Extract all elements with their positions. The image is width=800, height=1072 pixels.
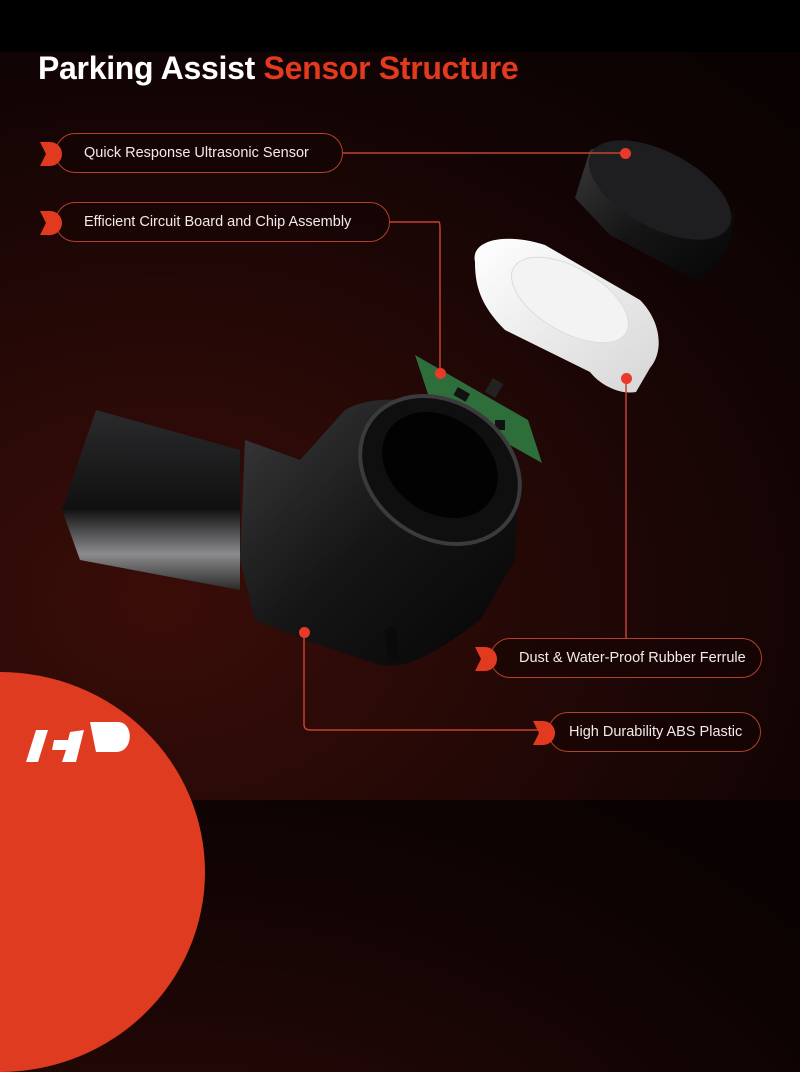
- brand-logo-icon: [26, 722, 130, 762]
- callout-rubber-ferrule: Dust & Water-Proof Rubber Ferrule: [475, 638, 762, 678]
- title-white: Parking Assist: [38, 50, 255, 86]
- callout-tab-icon: [533, 721, 555, 745]
- callout-dot-pcb: [435, 368, 446, 379]
- callout-dot-ferrule: [621, 373, 632, 384]
- page-title: Parking Assist Sensor Structure: [38, 50, 519, 87]
- rubber-ferrule: [474, 238, 659, 393]
- abs-housing: [62, 393, 522, 666]
- callout-circuit-board: Efficient Circuit Board and Chip Assembl…: [40, 202, 390, 242]
- callout-dot-housing: [299, 627, 310, 638]
- sensor-illustration: [62, 140, 735, 666]
- title-red: Sensor Structure: [263, 50, 519, 86]
- connector-lines: [303, 152, 627, 731]
- callout-tab-icon: [40, 211, 62, 235]
- callout-tab-icon: [40, 142, 62, 166]
- ultrasonic-sensor-cap: [575, 140, 735, 282]
- callout-tab-icon: [475, 647, 497, 671]
- callout-ultrasonic-sensor: Quick Response Ultrasonic Sensor: [40, 133, 343, 173]
- top-band: [0, 0, 800, 52]
- circuit-board: [415, 355, 542, 463]
- callout-abs-plastic: High Durability ABS Plastic: [533, 712, 761, 752]
- callout-dot-sensor: [620, 148, 631, 159]
